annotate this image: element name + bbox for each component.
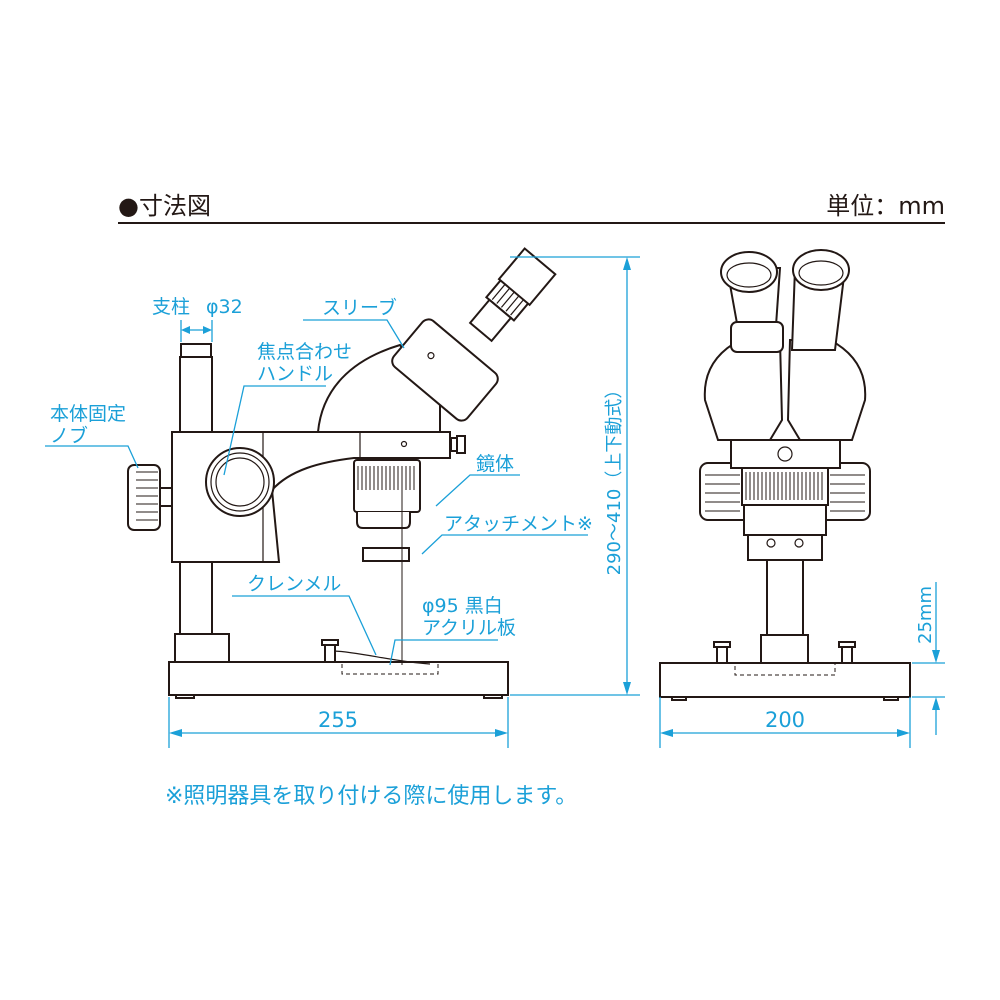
base bbox=[168, 661, 509, 696]
base-front bbox=[659, 662, 911, 698]
body-fixation-knob bbox=[127, 464, 161, 531]
label-attachment: アタッチメント※ bbox=[444, 513, 593, 535]
attachment bbox=[362, 547, 410, 562]
dim-side-width: 255 bbox=[318, 708, 358, 732]
footnote: ※照明器具を取り付ける際に使用します。 bbox=[165, 784, 578, 809]
eyepiece bbox=[468, 247, 557, 343]
label-plate-1: φ95 黒白 bbox=[422, 595, 503, 617]
label-body-knob-2: ノブ bbox=[50, 424, 88, 447]
label-plate-2: アクリル板 bbox=[422, 617, 516, 639]
label-focus-handle-1: 焦点合わせ bbox=[257, 341, 352, 363]
pillar-foot bbox=[174, 633, 230, 663]
label-scope-body: 鏡体 bbox=[476, 453, 514, 475]
label-focus-handle-2: ハンドル bbox=[257, 363, 333, 385]
front-view-microscope bbox=[659, 249, 911, 701]
label-body-knob-1: 本体固定 bbox=[50, 403, 126, 425]
side-view-microscope bbox=[127, 247, 557, 699]
annotations: 支柱 φ32 スリーブ 焦点合わせ ハンドル 本体固定 ノブ 鏡体 アタッチメン… bbox=[45, 256, 945, 748]
label-pillar-diameter: φ32 bbox=[206, 296, 243, 318]
dim-base-height: 25mm bbox=[915, 586, 936, 644]
label-pillar: 支柱 bbox=[152, 296, 190, 318]
dim-front-width: 200 bbox=[765, 708, 805, 732]
unit-label: 単位：mm bbox=[826, 192, 945, 220]
label-sleeve: スリーブ bbox=[322, 296, 397, 319]
dim-height: 290〜410（上下動式） bbox=[604, 381, 625, 576]
label-clip: クレンメル bbox=[247, 573, 341, 595]
sleeve bbox=[391, 318, 499, 422]
section-title: ●寸法図 bbox=[118, 192, 211, 220]
